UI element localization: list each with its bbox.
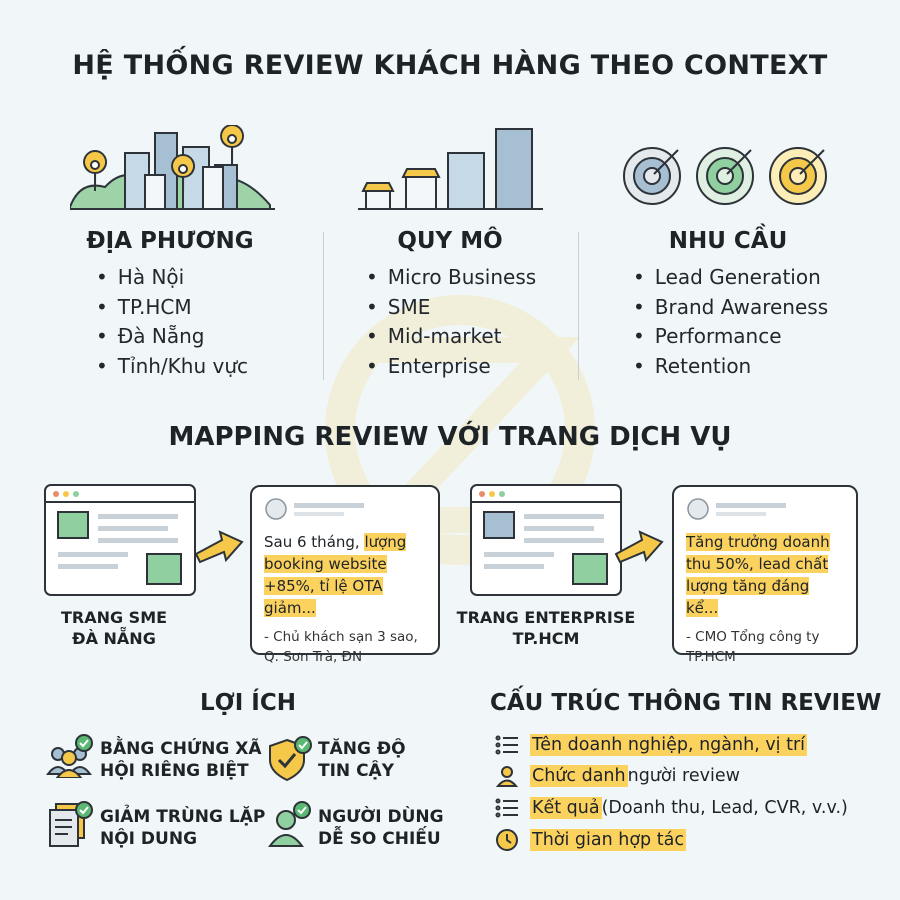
list-item: Enterprise (366, 352, 536, 382)
structure-title: CẤU TRÚC THÔNG TIN REVIEW (490, 690, 882, 716)
structure-row: Chức danh người review (494, 762, 740, 790)
arrow-right-icon (194, 530, 244, 564)
list-item: Micro Business (366, 263, 536, 293)
list-item: Retention (633, 352, 828, 382)
people-check-icon (46, 734, 93, 778)
divider (578, 232, 579, 380)
page-caption-sme: TRANG SME ĐÀ NẴNG (60, 608, 168, 648)
structure-row: Kết quả (Doanh thu, Lead, CVR, v.v.) (494, 794, 848, 822)
list-item: Đà Nẵng (96, 322, 248, 352)
user-check-icon (268, 801, 311, 847)
browser-window-enterprise-icon (470, 484, 622, 596)
page-caption-enterprise: TRANG ENTERPRISE TP.HCM (456, 608, 636, 648)
benefit-item: NGƯỜI DÙNG DỄ SO CHIẾU (318, 807, 444, 849)
list-icon (494, 733, 520, 757)
review-quote: Tăng trưởng doanh thu 50%, lead chất lượ… (686, 533, 830, 617)
page-title: HỆ THỐNG REVIEW KHÁCH HÀNG THEO CONTEXT (72, 50, 828, 81)
mapping-title: MAPPING REVIEW VỚI TRANG DỊCH VỤ (168, 422, 732, 452)
review-source: - CMO Tổng công ty TP.HCM (686, 629, 820, 665)
structure-row: Thời gian hợp tác (494, 826, 686, 854)
targets-icon (623, 147, 827, 205)
person-icon (494, 764, 520, 788)
list-item: Hà Nội (96, 263, 248, 293)
list-icon (494, 796, 520, 820)
arrow-right-icon (614, 530, 664, 564)
column-title-needs: NHU CẦU (668, 228, 788, 254)
avatar-icon (265, 498, 364, 520)
shield-check-icon (269, 736, 312, 782)
city-skyline-icon (70, 125, 275, 210)
column-title-scale: QUY MÔ (397, 228, 503, 254)
avatar-icon (687, 498, 786, 520)
list-item: SME (366, 293, 536, 323)
list-item: Performance (633, 322, 828, 352)
needs-list: Lead Generation Brand Awareness Performa… (633, 263, 828, 381)
list-item: Lead Generation (633, 263, 828, 293)
clock-icon (494, 828, 520, 852)
buildings-scale-icon (358, 128, 543, 210)
review-source: - Chủ khách sạn 3 sao, Q. Sơn Trà, ĐN (264, 629, 418, 665)
review-card-sme: Sau 6 tháng, lượng booking website +85%,… (250, 485, 440, 665)
structure-row: Tên doanh nghiệp, ngành, vị trí (494, 731, 808, 759)
list-item: Brand Awareness (633, 293, 828, 323)
column-title-location: ĐỊA PHƯƠNG (86, 228, 254, 254)
review-card-enterprise: Tăng trưởng doanh thu 50%, lead chất lượ… (672, 485, 858, 665)
list-item: TP.HCM (96, 293, 248, 323)
list-item: Tỉnh/Khu vực (96, 352, 248, 382)
benefit-item: TĂNG ĐỘ TIN CẬY (318, 739, 406, 781)
benefit-item: GIẢM TRÙNG LẶP NỘI DUNG (100, 807, 266, 849)
scale-list: Micro Business SME Mid-market Enterprise (366, 263, 536, 381)
review-quote: Sau 6 tháng, lượng booking website +85%,… (264, 533, 407, 617)
location-list: Hà Nội TP.HCM Đà Nẵng Tỉnh/Khu vực (96, 263, 248, 381)
divider (323, 232, 324, 380)
benefits-title: LỢI ÍCH (200, 690, 296, 716)
list-item: Mid-market (366, 322, 536, 352)
documents-check-icon (49, 801, 93, 847)
benefit-item: BẰNG CHỨNG XÃ HỘI RIÊNG BIỆT (100, 739, 262, 781)
browser-window-sme-icon (44, 484, 196, 596)
